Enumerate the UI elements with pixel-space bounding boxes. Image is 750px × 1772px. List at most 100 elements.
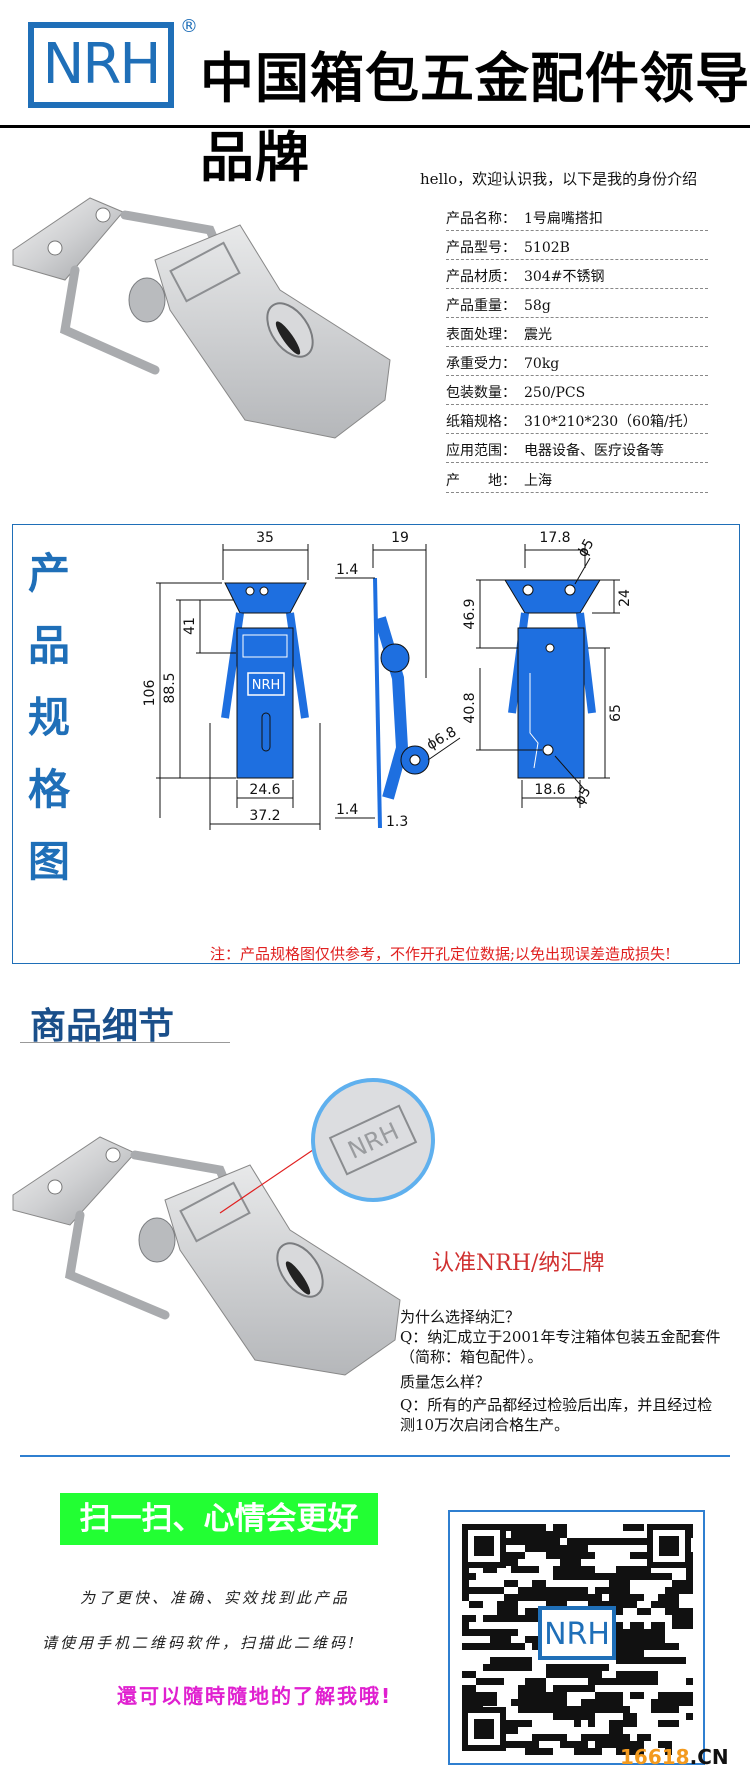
qr-module — [553, 1699, 560, 1706]
qr-module — [574, 1566, 581, 1573]
qr-module — [679, 1615, 686, 1622]
qr-module — [595, 1748, 602, 1755]
qr-module — [539, 1587, 546, 1594]
qr-module — [644, 1734, 651, 1741]
qr-module — [623, 1657, 630, 1664]
qr-module — [567, 1713, 574, 1720]
qr-module — [518, 1524, 525, 1531]
qr-module — [623, 1524, 630, 1531]
qr-module — [504, 1727, 511, 1734]
qr-module — [546, 1664, 553, 1671]
qr-module — [602, 1706, 609, 1713]
qr-module — [623, 1566, 630, 1573]
qr-module — [679, 1699, 686, 1706]
qr-module — [665, 1720, 672, 1727]
qr-module — [616, 1608, 623, 1615]
qr-module — [511, 1727, 518, 1734]
qr-module — [504, 1636, 511, 1643]
qr-module — [581, 1594, 588, 1601]
qr-module — [511, 1580, 518, 1587]
qr-module — [602, 1692, 609, 1699]
qr-module — [602, 1538, 609, 1545]
qr-module — [525, 1566, 532, 1573]
qr-module — [665, 1594, 672, 1601]
qr-module — [616, 1643, 623, 1650]
qr-module — [546, 1748, 553, 1755]
qr-module — [630, 1573, 637, 1580]
qr-module — [490, 1643, 497, 1650]
qr-module — [532, 1566, 539, 1573]
side-view — [335, 544, 461, 829]
qr-module — [476, 1692, 483, 1699]
qr-module — [532, 1699, 539, 1706]
qr-module — [595, 1678, 602, 1685]
qr-module — [623, 1734, 630, 1741]
qr-module — [616, 1692, 623, 1699]
qr-module — [518, 1664, 525, 1671]
qr-module — [574, 1741, 581, 1748]
qr-module — [679, 1580, 686, 1587]
qr-module — [553, 1601, 560, 1608]
qr-module — [483, 1587, 490, 1594]
qr-module — [490, 1692, 497, 1699]
spec-label: 产品型号： — [446, 240, 516, 256]
qr-module — [581, 1706, 588, 1713]
qr-module — [511, 1531, 518, 1538]
qr-module — [623, 1601, 630, 1608]
qr-module — [560, 1566, 567, 1573]
qr-module — [574, 1664, 581, 1671]
dim-label: 1.3 — [386, 814, 408, 830]
qr-module — [490, 1664, 497, 1671]
qr-module — [658, 1720, 665, 1727]
qr-module — [609, 1692, 616, 1699]
spec-row: 产 地：上海 — [446, 470, 708, 493]
qr-module — [483, 1629, 490, 1636]
qr-module — [553, 1566, 560, 1573]
qr-module — [637, 1594, 644, 1601]
dim-label: 1.4 — [336, 562, 358, 578]
qr-module — [518, 1538, 525, 1545]
qr-module — [644, 1657, 651, 1664]
qr-module — [588, 1601, 595, 1608]
scan-banner: 扫一扫、心情会更好 — [60, 1493, 378, 1545]
qr-module — [511, 1566, 518, 1573]
qr-module — [469, 1685, 476, 1692]
qr-code[interactable]: NRH — [458, 1520, 695, 1755]
qr-module — [581, 1741, 588, 1748]
qr-module — [567, 1566, 574, 1573]
spec-row: 产品重量：58g — [446, 295, 708, 318]
qr-module — [686, 1713, 693, 1720]
qr-module — [672, 1580, 679, 1587]
qr-module — [532, 1636, 539, 1643]
qr-module — [560, 1699, 567, 1706]
qr-module — [679, 1622, 686, 1629]
qr-module — [616, 1657, 623, 1664]
qr-module — [616, 1538, 623, 1545]
dim-label: ϕ6.8 — [424, 724, 459, 754]
qr-module — [651, 1601, 658, 1608]
qr-module — [623, 1748, 630, 1755]
qr-module — [623, 1580, 630, 1587]
qr-module — [574, 1685, 581, 1692]
qr-module — [560, 1734, 567, 1741]
qr-module — [616, 1748, 623, 1755]
qr-module — [476, 1587, 483, 1594]
spec-value: 1号扁嘴搭扣 — [524, 211, 603, 227]
spec-value: 250/PCS — [524, 385, 586, 401]
qr-module — [511, 1594, 518, 1601]
section-title-char: 品 — [28, 621, 71, 670]
qr-module — [581, 1748, 588, 1755]
qr-module — [462, 1685, 469, 1692]
spec-value: 310*210*230（60箱/托） — [524, 414, 697, 430]
qr-module — [553, 1671, 560, 1678]
qr-module — [518, 1657, 525, 1664]
qr-module — [504, 1741, 511, 1748]
dim-label: 24 — [617, 589, 633, 607]
qr-module — [574, 1748, 581, 1755]
qr-module — [497, 1629, 504, 1636]
spec-row: 承重受力：70kg — [446, 353, 708, 376]
qr-module — [686, 1699, 693, 1706]
qr-module — [497, 1657, 504, 1664]
qr-module — [616, 1629, 623, 1636]
qr-module — [609, 1580, 616, 1587]
